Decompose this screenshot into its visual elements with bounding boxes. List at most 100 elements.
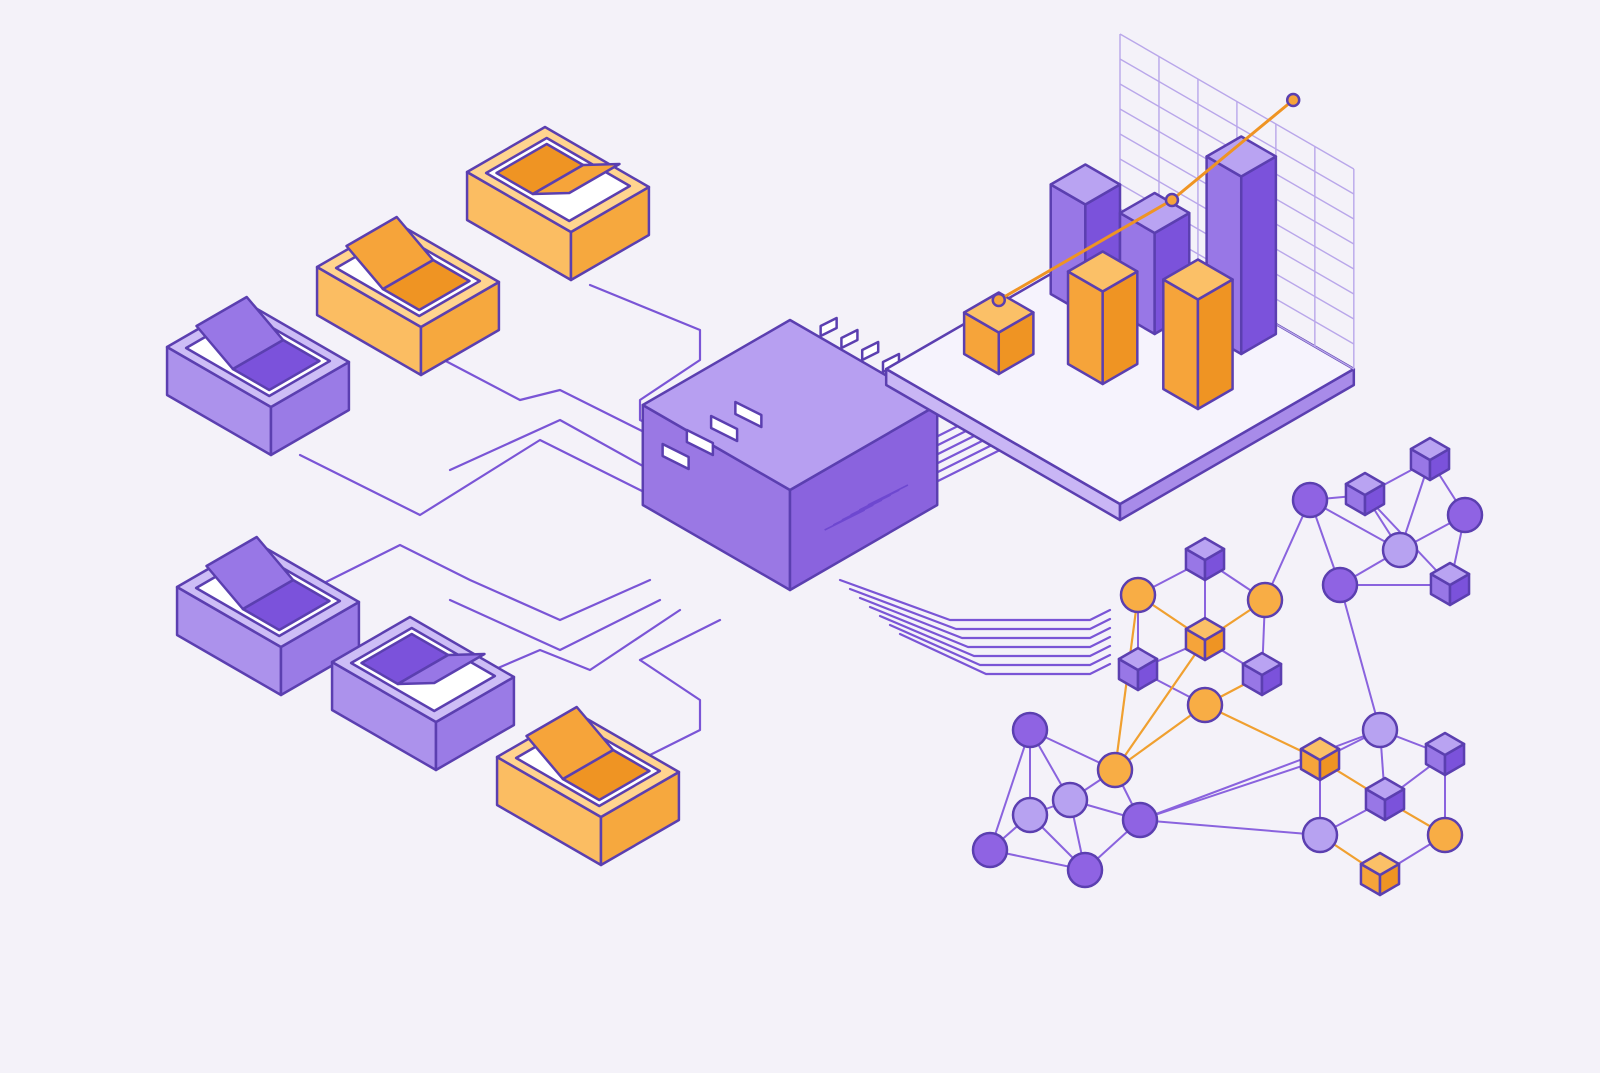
network-node-cube: [1429, 561, 1471, 607]
network-node-cube: [1299, 736, 1341, 782]
network-node-cube: [1424, 731, 1466, 777]
switch-2: [315, 215, 501, 377]
switch-5: [330, 615, 516, 772]
hub-port: [819, 316, 838, 338]
wire-6: [448, 598, 662, 652]
network-node-sphere: [1381, 531, 1419, 569]
network-node-cube: [1409, 436, 1451, 482]
box-top-face: [1205, 135, 1278, 178]
box-top-face: [1409, 436, 1451, 462]
box-top-face: [1364, 776, 1406, 802]
rocker-raised: [396, 652, 486, 686]
network-edge: [1264, 499, 1311, 601]
chart-bar: [1066, 250, 1139, 386]
box-top-face: [1117, 646, 1159, 672]
network-node-cube: [1117, 646, 1159, 692]
trend-point: [1164, 192, 1180, 208]
hub-port: [860, 340, 880, 362]
bus-line-lower: [888, 623, 1112, 667]
network-node-sphere: [1246, 581, 1284, 619]
rocker-raised: [205, 535, 295, 611]
box-top-face: [1299, 736, 1341, 762]
network-node-sphere: [1011, 711, 1049, 749]
box-top-face: [1162, 258, 1234, 301]
wire-5: [308, 543, 652, 622]
box-top-face: [1359, 851, 1401, 877]
switch-6: [495, 705, 681, 867]
network-node-sphere: [1446, 496, 1484, 534]
box-top-face: [1184, 616, 1226, 642]
wire-4: [298, 438, 662, 517]
network-node-cube: [1241, 651, 1283, 697]
wire-7: [468, 608, 682, 682]
box-top-face: [1424, 731, 1466, 757]
rocker-raised: [195, 295, 285, 371]
network-edge: [1114, 704, 1206, 771]
network-node-sphere: [1096, 751, 1134, 789]
chart-bar: [962, 291, 1035, 376]
box-top-face: [1241, 651, 1283, 677]
box-top-face: [1066, 250, 1139, 293]
bus-line-lower: [898, 632, 1112, 676]
hub-port: [734, 400, 763, 429]
network-edge: [1114, 639, 1206, 771]
box-top-face: [962, 291, 1035, 334]
network-node-cube: [1359, 851, 1401, 897]
network-edge: [1139, 819, 1321, 836]
switch-1: [465, 125, 651, 282]
hub-port: [709, 414, 739, 443]
rocker-raised: [345, 215, 435, 291]
central-hub: [641, 316, 939, 592]
box-top-face: [1429, 561, 1471, 587]
network-edge: [1139, 729, 1381, 821]
network-node-sphere: [1426, 816, 1464, 854]
switch-4: [175, 535, 361, 697]
switch-3: [165, 295, 351, 457]
network-edge: [1339, 584, 1381, 731]
chart-panel: [884, 33, 1356, 522]
network-node-sphere: [1321, 566, 1359, 604]
box-top-face: [1184, 536, 1226, 562]
network-node-sphere: [1011, 796, 1049, 834]
network-graph: [971, 436, 1484, 897]
grid-line: [1119, 33, 1355, 170]
network-node-sphere: [1361, 711, 1399, 749]
hub-port: [840, 328, 859, 350]
box-right-face: [1196, 278, 1234, 411]
hub-port: [685, 428, 715, 457]
grid-line: [1119, 58, 1355, 195]
network-node-cube: [1184, 536, 1226, 582]
bus-line-lower: [848, 587, 1112, 631]
box-left-face: [1162, 278, 1200, 411]
network-node-cube: [1344, 471, 1386, 517]
box-top-face: [1049, 163, 1122, 206]
trend-point: [1285, 92, 1301, 108]
network-node-sphere: [1119, 576, 1157, 614]
network-node-cube: [1364, 776, 1406, 822]
box-top-face: [1344, 471, 1386, 497]
bus-line-lower: [878, 614, 1112, 658]
rocker-raised: [531, 162, 621, 196]
switch-group: [165, 125, 681, 867]
trend-point: [991, 292, 1007, 308]
network-node-sphere: [971, 831, 1009, 869]
hub-port: [661, 442, 690, 471]
rocker-raised: [525, 705, 615, 781]
network-node-cube: [1184, 616, 1226, 662]
network-node-sphere: [1066, 851, 1104, 889]
bus-line-lower: [838, 578, 1112, 622]
network-node-sphere: [1186, 686, 1224, 724]
wire-8: [638, 658, 702, 762]
network-edge: [989, 729, 1031, 851]
network-node-sphere: [1301, 816, 1339, 854]
bus-line-lower: [868, 605, 1112, 649]
network-node-sphere: [1291, 481, 1329, 519]
wire-9: [638, 618, 722, 662]
network-node-sphere: [1051, 781, 1089, 819]
chart-bar: [1162, 258, 1234, 411]
network-node-sphere: [1121, 801, 1159, 839]
box-right-face: [1239, 155, 1278, 356]
hub-box: [641, 318, 939, 592]
network-edge: [1139, 759, 1321, 821]
